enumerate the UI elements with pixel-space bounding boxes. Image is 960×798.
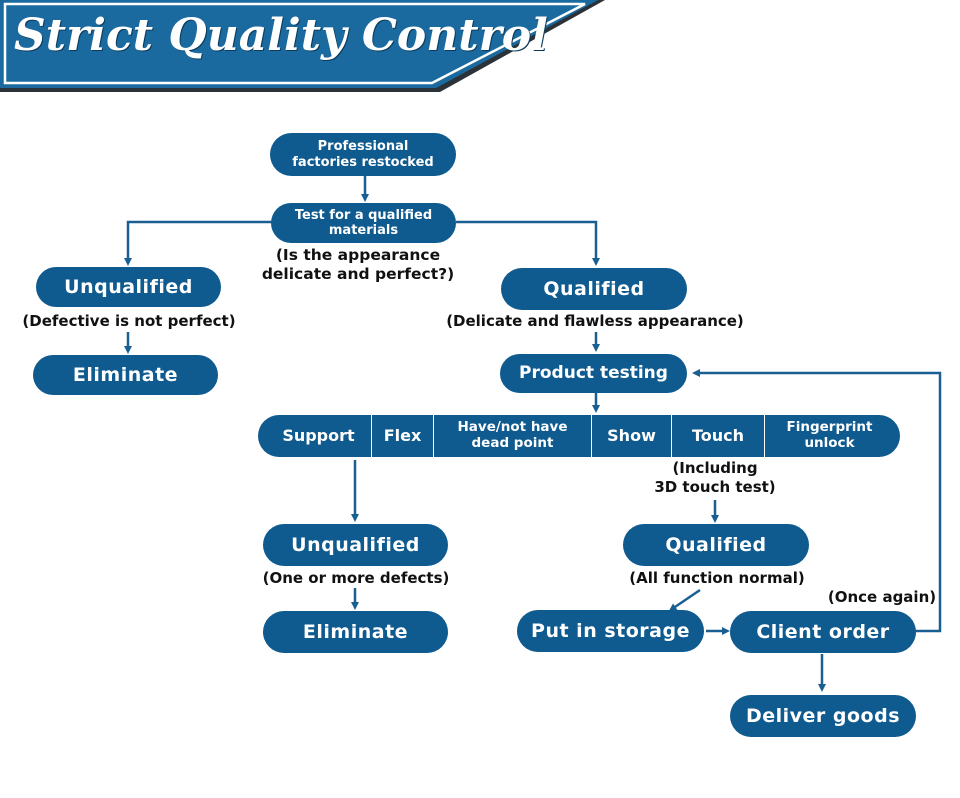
node-qualified-mid: Qualified bbox=[623, 524, 809, 566]
test-support: Support bbox=[282, 425, 355, 445]
test-fingerprint: Fingerprint unlock bbox=[764, 415, 900, 457]
arrow-once-again-loop bbox=[692, 369, 942, 633]
node-eliminate-left: Eliminate bbox=[33, 355, 218, 395]
test-flex: Flex bbox=[371, 415, 433, 457]
test-dead-point: Have/not have dead point bbox=[433, 415, 591, 457]
header-banner: Strict Quality Control bbox=[0, 0, 960, 95]
arrow-test-to-qualified bbox=[456, 220, 600, 266]
test-touch: Touch bbox=[671, 415, 764, 457]
label-defective: (Defective is not perfect) bbox=[22, 312, 236, 330]
node-product-testing: Product testing bbox=[500, 354, 687, 393]
label-including-3d: (Including 3D touch test) bbox=[654, 459, 776, 496]
label-once-again: (Once again) bbox=[827, 588, 937, 606]
node-eliminate-mid: Eliminate bbox=[263, 611, 448, 653]
node-factories-restocked: Professional factories restocked bbox=[270, 133, 456, 176]
test-categories-bar: Support Flex Have/not have dead point Sh… bbox=[258, 415, 900, 457]
node-client-order: Client order bbox=[730, 611, 916, 653]
label-delicate-flawless: (Delicate and flawless appearance) bbox=[446, 312, 744, 330]
node-unqualified-mid: Unqualified bbox=[263, 524, 448, 566]
arrow-qualified-to-storage bbox=[668, 588, 701, 612]
test-show: Show bbox=[591, 415, 671, 457]
page-title: Strict Quality Control bbox=[14, 10, 548, 61]
label-all-function: (All function normal) bbox=[629, 569, 805, 587]
node-unqualified-left: Unqualified bbox=[36, 267, 221, 307]
node-test-materials: Test for a qualified materials bbox=[271, 203, 456, 243]
label-one-or-more: (One or more defects) bbox=[262, 569, 450, 587]
arrow-test-to-unqualified bbox=[124, 220, 272, 266]
node-put-in-storage: Put in storage bbox=[517, 610, 704, 652]
node-qualified-right: Qualified bbox=[501, 268, 687, 310]
banner-shape bbox=[0, 0, 605, 92]
label-appearance-question: (Is the appearance delicate and perfect?… bbox=[261, 246, 455, 284]
node-deliver-goods: Deliver goods bbox=[730, 695, 916, 737]
